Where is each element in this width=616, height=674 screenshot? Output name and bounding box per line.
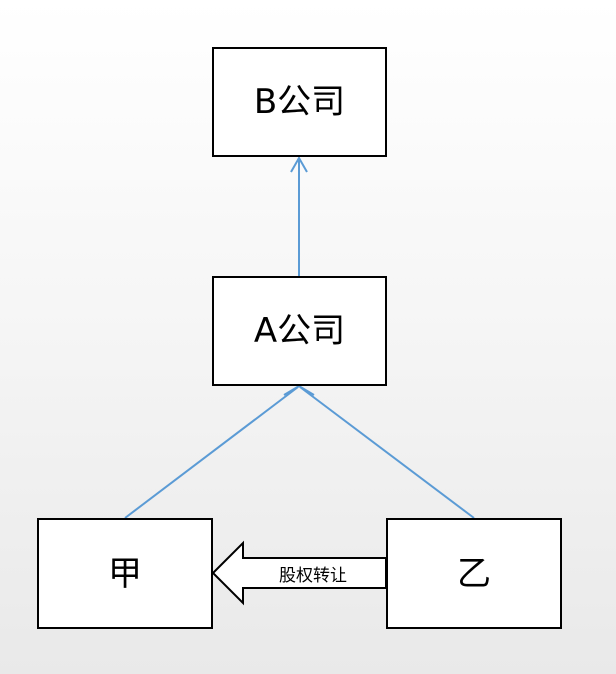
node-a-company-label: A公司 xyxy=(253,311,346,351)
node-yi: 乙 xyxy=(386,518,562,629)
node-b-company-label: B公司 xyxy=(253,82,346,122)
node-a-company: A公司 xyxy=(212,276,387,386)
connector-into-a-arrowhead xyxy=(283,384,315,396)
node-jia-label: 甲 xyxy=(108,553,142,594)
transfer-arrow-label: 股权转让 xyxy=(279,565,347,586)
connector-a-to-b-arrowhead xyxy=(290,155,308,173)
connector-yi-to-a xyxy=(299,386,475,519)
connector-jia-to-a xyxy=(124,386,299,519)
node-jia: 甲 xyxy=(37,518,213,629)
node-yi-label: 乙 xyxy=(457,553,491,594)
node-b-company: B公司 xyxy=(212,47,387,157)
